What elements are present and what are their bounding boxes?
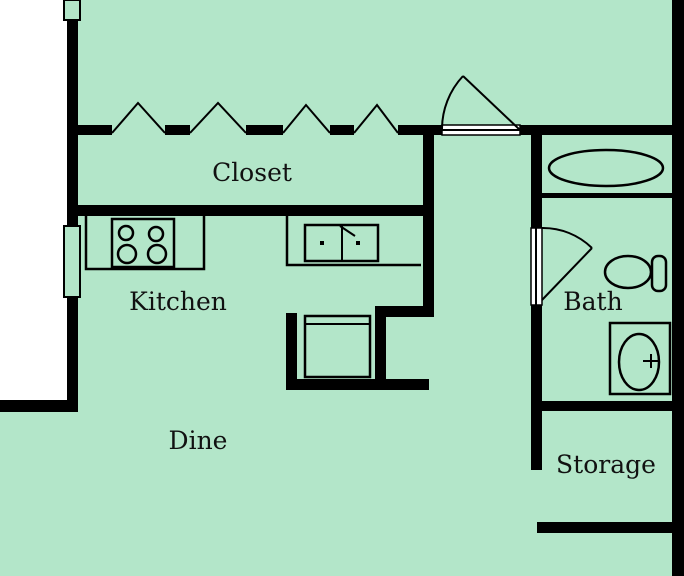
entry-door [440, 75, 521, 136]
room-label-dine: Dine [169, 426, 228, 455]
windows [63, 0, 81, 298]
room-label-bath: Bath [563, 287, 622, 316]
bathtub-icon [547, 148, 665, 188]
closet-bifold-doors [111, 101, 399, 134]
dishwasher-icon [303, 314, 372, 379]
room-label-storage: Storage [556, 450, 656, 479]
toilet-icon [603, 254, 668, 293]
bath-door [530, 226, 593, 306]
bath-sink-icon [608, 321, 672, 396]
kitchen-sink-icon [303, 223, 380, 263]
kitchen-counter [84, 216, 421, 271]
room-label-kitchen: Kitchen [129, 287, 227, 316]
stove-icon [110, 217, 176, 269]
room-label-closet: Closet [212, 158, 292, 187]
